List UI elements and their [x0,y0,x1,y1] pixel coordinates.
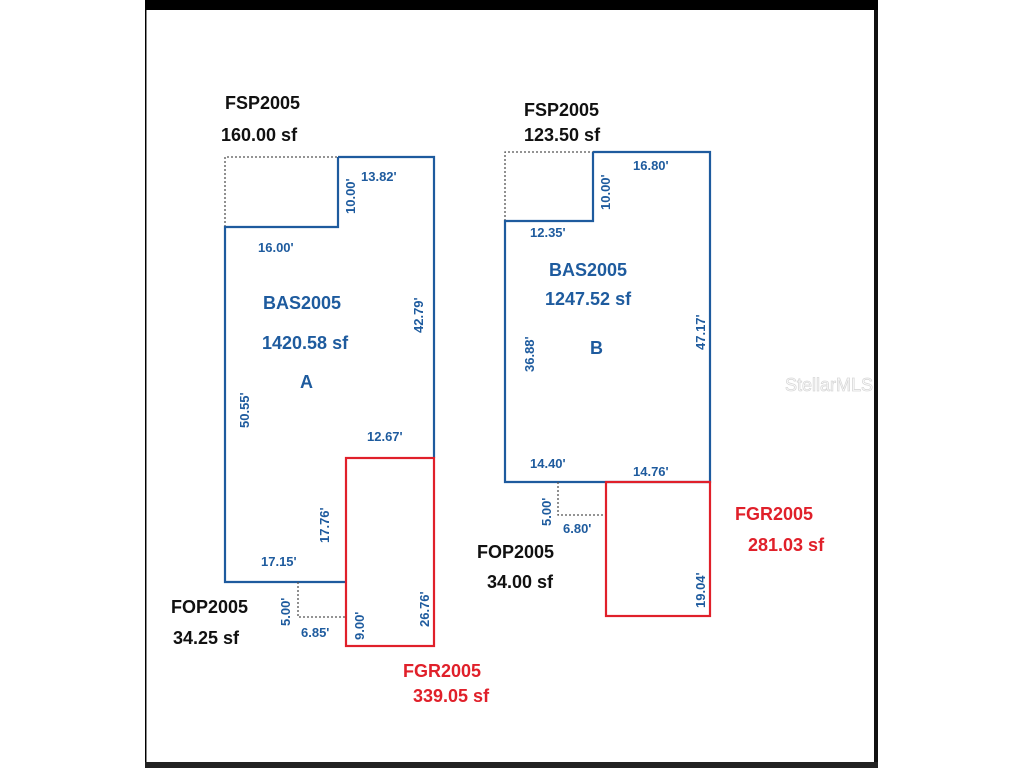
unit-a-dim-top: 13.82' [361,169,397,184]
unit-b-dim-fop-height: 5.00' [539,498,554,526]
stellarmls-watermark: StellarMLS [785,375,873,395]
unit-a-dim-fop-width: 6.85' [301,625,329,640]
unit-b-fgr-code: FGR2005 [735,504,813,524]
unit-a-fgr-area: 339.05 sf [413,686,490,706]
unit-b-dim-bottom-right: 14.76' [633,464,669,479]
unit-a-fop-code: FOP2005 [171,597,248,617]
frame-top-border [145,0,878,10]
unit-b-dim-bottom-left: 14.40' [530,456,566,471]
unit-a-dim-right: 42.79' [411,297,426,333]
unit-b-fop-area: 34.00 sf [487,572,554,592]
unit-a-bas-outline [338,155,436,458]
unit-a: FSP2005 160.00 sf 13.82' 10.00' 16.00' 4… [171,93,490,706]
unit-b-fsp-code: FSP2005 [524,100,599,120]
unit-b-fsp-outline [504,151,593,221]
sketch-canvas [146,10,875,762]
unit-a-bas-outline-left [223,157,346,584]
unit-b-bas-code: BAS2005 [549,260,627,280]
unit-a-dim-fsp-right: 10.00' [343,178,358,214]
unit-a-unit-letter: A [300,372,313,392]
unit-b-bas-area: 1247.52 sf [545,289,632,309]
frame-bottom-border [145,762,878,768]
frame-right-border [874,10,878,768]
unit-a-fop-outline [297,582,346,618]
unit-a-dim-left: 50.55' [237,392,252,428]
unit-b-unit-letter: B [590,338,603,358]
unit-b-bas-outline-left [503,152,606,484]
unit-b-fgr-area: 281.03 sf [748,535,825,555]
unit-a-dim-garage-left: 9.00' [352,612,367,640]
unit-a-dim-garage-top: 12.67' [367,429,403,444]
unit-a-dim-garage-right: 26.76' [417,591,432,627]
unit-a-fsp-area: 160.00 sf [221,125,298,145]
unit-b-fsp-area: 123.50 sf [524,125,601,145]
unit-b-garage-outline [604,480,712,618]
unit-b-dim-fsp-right: 10.00' [598,174,613,210]
unit-a-dim-fop-height: 5.00' [278,598,293,626]
unit-a-fop-area: 34.25 sf [173,628,240,648]
unit-b-dim-right: 47.17' [693,314,708,350]
unit-b-fop-code: FOP2005 [477,542,554,562]
unit-b: FSP2005 123.50 sf 16.80' 10.00' 12.35' B… [477,100,825,618]
unit-a-bas-area: 1420.58 sf [262,333,349,353]
unit-a-dim-bottom: 17.15' [261,554,297,569]
unit-a-bas-code: BAS2005 [263,293,341,313]
unit-b-fop-outline [557,482,606,516]
unit-b-dim-fsp-bottom: 12.35' [530,225,566,240]
unit-a-garage-outline [344,456,436,648]
unit-a-dim-inner-vertical: 17.76' [317,507,332,543]
unit-b-dim-top: 16.80' [633,158,669,173]
unit-a-fgr-code: FGR2005 [403,661,481,681]
unit-a-fsp-outline [224,156,338,227]
unit-b-dim-garage-right: 19.04' [693,572,708,608]
unit-a-dim-fsp-bottom: 16.00' [258,240,294,255]
image-frame [145,0,878,768]
unit-b-dim-left: 36.88' [522,336,537,372]
unit-a-fsp-code: FSP2005 [225,93,300,113]
unit-b-dim-fop-width: 6.80' [563,521,591,536]
